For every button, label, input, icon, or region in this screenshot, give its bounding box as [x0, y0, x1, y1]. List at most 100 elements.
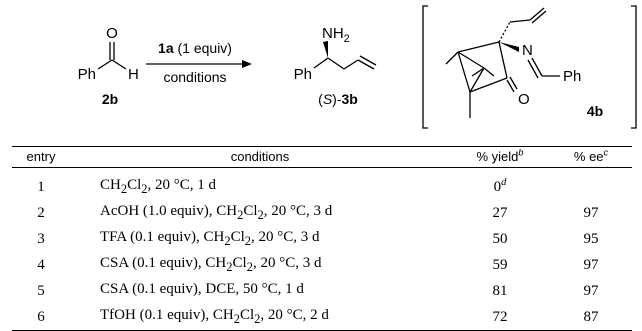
cell-entry: 2 — [37, 205, 45, 221]
bond-methyl-c — [445, 51, 459, 65]
right-bracket — [631, 5, 637, 129]
header-yield: % yieldb — [450, 146, 550, 168]
conditions-prefix: TFA (0.1 equiv), — [100, 229, 204, 245]
reagent-equiv: (1 equiv) — [178, 40, 232, 56]
label-s-3b: (S)-3b — [318, 91, 358, 107]
bond-n-ch — [531, 57, 543, 77]
left-bracket — [422, 5, 428, 129]
header-ee: % eec — [550, 146, 632, 168]
solvent-cl: Cl — [127, 177, 142, 193]
cell-ee: 95 — [583, 231, 599, 247]
amine-nh: NH — [322, 25, 344, 42]
bond-vinyl-1 — [357, 59, 375, 70]
yield-value: 0 — [493, 179, 502, 195]
cell-entry: 5 — [37, 283, 45, 299]
yield-value: 27 — [492, 205, 508, 221]
header-yield-footnote: b — [518, 147, 524, 158]
cell-yield: 27 — [450, 200, 550, 226]
atom-phenyl: Ph — [563, 68, 581, 85]
cell-ee: 97 — [583, 283, 599, 299]
bond-allyl-hashed — [498, 21, 511, 43]
cell-yield: 81 — [450, 278, 550, 304]
solvent-cl: Cl — [239, 307, 255, 323]
cell-yield: 72 — [450, 304, 550, 331]
cell-ee — [550, 168, 632, 201]
cell-yield: 50 — [450, 226, 550, 252]
atom-nitrogen: N — [522, 42, 533, 59]
cell-conditions: TfOH (0.1 equiv), CH2Cl2, 20 °C, 2 d — [70, 304, 450, 331]
atom-hydrogen: H — [128, 66, 139, 83]
atom-oxygen: O — [106, 25, 118, 42]
header-yield-text: % yield — [476, 149, 519, 164]
cell-conditions: AcOH (1.0 equiv), CH2Cl2, 20 °C, 3 d — [70, 200, 450, 226]
cell-ee: 97 — [583, 257, 599, 273]
bond-ph-c — [313, 57, 329, 69]
bond-c-o-2 — [509, 76, 518, 90]
cell-conditions: TFA (0.1 equiv), CH2Cl2, 20 °C, 3 d — [70, 226, 450, 252]
solvent-sub-2: 2 — [254, 312, 261, 326]
yield-footnote: d — [501, 177, 507, 188]
solvent-sub-1: 2 — [237, 208, 244, 222]
solvent-sub-2: 2 — [257, 208, 264, 222]
solvent-cl: Cl — [243, 203, 258, 219]
solvent-cl: Cl — [232, 255, 247, 271]
stereo-close: )- — [332, 91, 342, 107]
reaction-scheme: O Ph H 2b 1a (1 equiv) conditions NH2 Ph… — [78, 5, 637, 129]
atom-amine: NH2 — [322, 25, 350, 45]
bond-n-ch-double — [527, 59, 539, 79]
table-row: 5 CSA (0.1 equiv), DCE, 50 °C, 1 d 81 97 — [12, 278, 632, 304]
conditions-suffix: , 20 °C, 3 d — [263, 203, 333, 219]
solvent-sub-2: 2 — [141, 182, 148, 196]
arrow-reagent: 1a (1 equiv) — [158, 40, 232, 56]
bond-methyl-b — [483, 67, 495, 77]
bond-c3-c4 — [469, 77, 508, 93]
solvent-sub-2: 2 — [246, 260, 253, 274]
bond-allyl-1 — [509, 19, 531, 23]
bond-allyl-2 — [529, 7, 545, 21]
solvent-sub-1: 2 — [120, 182, 128, 196]
label-4b: 4b — [587, 103, 603, 119]
conditions-suffix: , 20 °C, 3 d — [251, 229, 320, 245]
cell-entry: 3 — [37, 231, 45, 247]
reagent-name: 1a — [158, 40, 174, 56]
wedge-bond-n — [499, 42, 519, 52]
label-2b: 2b — [102, 91, 118, 107]
amine-subscript: 2 — [344, 33, 350, 45]
conditions-suffix: , 20 °C, 2 d — [260, 307, 329, 323]
conditions-prefix: CSA (0.1 equiv), DCE, 50 °C, 1 d — [100, 281, 304, 297]
bond-c2-c3 — [498, 41, 508, 79]
cell-entry: 4 — [37, 257, 45, 273]
bond-methyl-a — [471, 67, 485, 77]
cell-conditions: CSA (0.1 equiv), CH2Cl2, 20 °C, 3 d — [70, 252, 450, 278]
solvent-ch: CH — [203, 229, 225, 245]
solvent-sub-1: 2 — [226, 260, 233, 274]
bond-vinyl-2 — [359, 55, 377, 66]
cell-ee: 87 — [550, 304, 632, 331]
cell-entry: 6 — [12, 304, 70, 331]
solvent-ch: CH — [212, 307, 234, 323]
yield-value: 72 — [492, 309, 508, 325]
header-ee-footnote: c — [603, 147, 609, 158]
solvent-sub-1: 2 — [224, 234, 231, 248]
bond-c-h — [111, 59, 127, 70]
intermediate-brackets — [422, 5, 637, 129]
arrow-head — [242, 60, 252, 68]
header-conditions: conditions — [70, 146, 450, 168]
header-entry: entry — [12, 146, 70, 168]
cell-yield: 59 — [450, 252, 550, 278]
bond-bridge-1 — [457, 51, 485, 69]
conditions-suffix: , 20 °C, 3 d — [252, 255, 322, 271]
atom-phenyl: Ph — [294, 66, 312, 83]
solvent-ch: CH — [205, 255, 227, 271]
stereo-letter: S — [323, 91, 333, 107]
bond-allyl-3 — [531, 10, 547, 24]
bond-ch2-ch — [343, 59, 359, 70]
bond-c4-c1 — [457, 51, 471, 93]
yield-value: 59 — [492, 257, 508, 273]
solvent-ch: CH — [100, 177, 121, 193]
conditions-suffix: , 20 °C, 1 d — [147, 177, 217, 193]
